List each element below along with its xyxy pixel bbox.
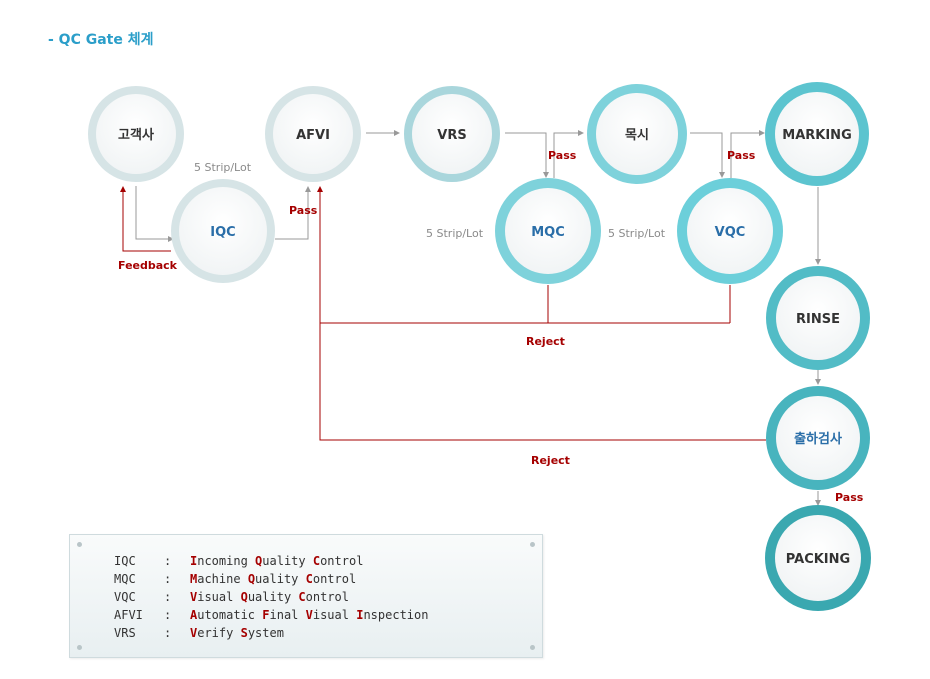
legend-row-mqc: MQC: Machine Quality Control — [114, 572, 356, 586]
node-visual: 목시 — [587, 84, 687, 184]
page-title: - QC Gate 체계 — [48, 32, 154, 48]
legend-colon: : — [164, 572, 172, 586]
strip-lot-label-vqc: 5 Strip/Lot — [608, 227, 666, 240]
legend-row-afvi: AFVI: Automatic Final Visual Inspection — [114, 608, 428, 622]
node-iqc: IQC — [171, 179, 275, 283]
legend-abbr: IQC — [114, 554, 136, 568]
node-label: RINSE — [796, 312, 840, 327]
legend-corner-dot — [530, 542, 535, 547]
legend-row-vrs: VRS: Verify System — [114, 626, 284, 640]
node-rinse: RINSE — [766, 266, 870, 370]
arrow-iqc-afvi — [275, 186, 311, 240]
arrow-mqc-visual — [553, 130, 584, 178]
arrow-vrs-mqc — [505, 132, 549, 178]
arrow-vqc-marking — [730, 130, 765, 178]
legend-description: Visual Quality Control — [190, 590, 349, 604]
strip-lot-label-iqc: 5 Strip/Lot — [194, 161, 252, 174]
feedback-label: Feedback — [118, 259, 178, 272]
legend-description: Incoming Quality Control — [190, 554, 364, 568]
legend-description: Automatic Final Visual Inspection — [190, 608, 429, 622]
reject-label-bottom: Reject — [531, 454, 570, 467]
legend-colon: : — [164, 554, 172, 568]
legend-abbr: MQC — [114, 572, 136, 586]
node-marking: MARKING — [765, 82, 869, 186]
legend-corner-dot — [530, 645, 535, 650]
node-label: 목시 — [625, 128, 649, 143]
node-label: MQC — [531, 225, 565, 240]
strip-lot-label-mqc: 5 Strip/Lot — [426, 227, 484, 240]
pass-label-mqc: Pass — [548, 149, 577, 162]
node-label: VRS — [437, 128, 466, 143]
legend-colon: : — [164, 608, 172, 622]
legend-row-iqc: IQC: Incoming Quality Control — [114, 554, 363, 568]
legend-abbr: AFVI — [114, 608, 143, 622]
arrow-customer-iqc — [135, 186, 174, 242]
legend-description: Machine Quality Control — [190, 572, 357, 586]
node-customer: 고객사 — [88, 86, 184, 182]
node-afvi: AFVI — [265, 86, 361, 182]
pass-label-shipping: Pass — [835, 491, 864, 504]
reject-lines — [120, 186, 766, 441]
reject-label-top: Reject — [526, 335, 565, 348]
pass-label-iqc: Pass — [289, 204, 318, 217]
legend-corner-dot — [77, 542, 82, 547]
node-label: 고객사 — [118, 127, 154, 143]
flow-arrows — [135, 130, 821, 506]
legend-description: Verify System — [190, 626, 284, 640]
node-label: 출하검사 — [794, 431, 842, 447]
node-vqc: VQC — [677, 178, 783, 284]
node-packing: PACKING — [765, 505, 871, 611]
node-label: AFVI — [296, 128, 330, 143]
node-label: IQC — [210, 225, 235, 240]
reject-line-bottom — [317, 186, 766, 441]
arrow-visual-vqc — [690, 132, 725, 178]
legend-colon: : — [164, 626, 172, 640]
node-mqc: MQC — [495, 178, 601, 284]
node-label: MARKING — [782, 128, 851, 143]
legend-abbr: VRS — [114, 626, 136, 640]
node-shipping: 출하검사 — [766, 386, 870, 490]
node-label: PACKING — [786, 552, 850, 567]
legend-colon: : — [164, 590, 172, 604]
legend-abbr: VQC — [114, 590, 136, 604]
feedback-line — [120, 186, 171, 252]
node-label: VQC — [715, 225, 746, 240]
pass-label-vqc: Pass — [727, 149, 756, 162]
legend-corner-dot — [77, 645, 82, 650]
legend-row-vqc: VQC: Visual Quality Control — [114, 590, 349, 604]
node-vrs: VRS — [404, 86, 500, 182]
